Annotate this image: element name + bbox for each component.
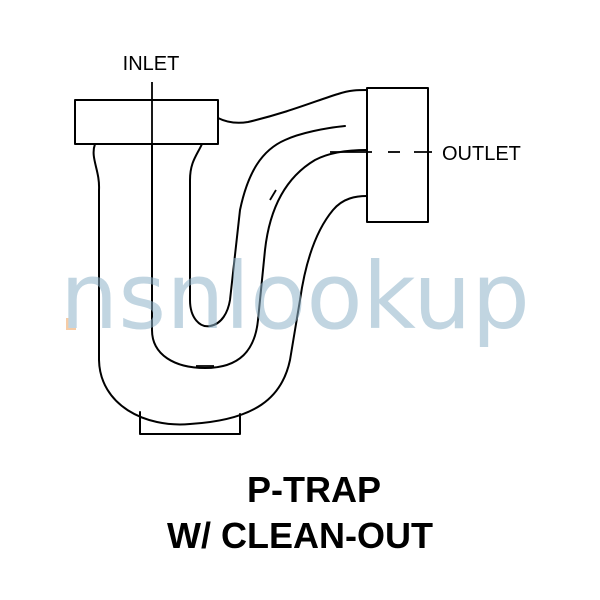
clean-out-plug bbox=[139, 411, 241, 435]
pipe-top-wall bbox=[217, 89, 368, 124]
watermark-text: nsnlookup bbox=[60, 243, 530, 350]
watermark: nsnlookup bbox=[60, 243, 530, 350]
riser-centerline-dash bbox=[269, 189, 277, 201]
outlet-label: OUTLET bbox=[442, 143, 521, 165]
inlet-hub bbox=[74, 99, 219, 145]
title-line-1: P-TRAP bbox=[247, 469, 381, 510]
centerlines bbox=[151, 82, 432, 367]
outlet-hub bbox=[366, 87, 429, 223]
p-trap-drawing bbox=[74, 87, 429, 435]
pipe-inner-wall bbox=[189, 125, 346, 328]
title-line-2: W/ CLEAN-OUT bbox=[167, 515, 433, 556]
watermark-dot bbox=[66, 318, 76, 330]
pipe-outer-wall bbox=[92, 143, 368, 426]
pipe-inner-bend bbox=[151, 143, 368, 369]
inlet-label: INLET bbox=[123, 53, 180, 75]
